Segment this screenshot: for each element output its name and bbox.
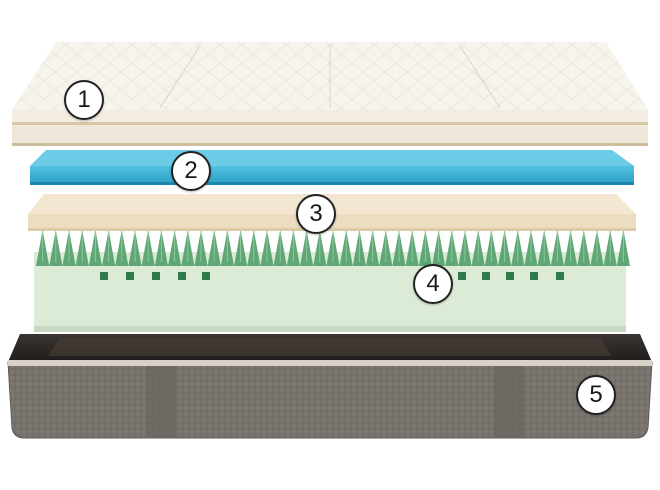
airflow-hole: [202, 272, 210, 280]
callout-3: 3: [296, 194, 336, 234]
airflow-hole: [556, 272, 564, 280]
callout-2: 2: [171, 151, 211, 191]
base-foundation: [7, 334, 653, 439]
airflow-hole: [458, 272, 466, 280]
callout-5: 5: [576, 375, 616, 415]
top-cover-layer: [12, 42, 648, 146]
airflow-hole: [506, 272, 514, 280]
airflow-hole: [530, 272, 538, 280]
callout-1: 1: [64, 80, 104, 120]
airflow-hole: [482, 272, 490, 280]
support-foam-layer: [34, 230, 630, 332]
gel-foam-layer: [30, 150, 634, 185]
airflow-hole: [100, 272, 108, 280]
zoned-ridges: [36, 230, 630, 266]
airflow-holes: [100, 272, 564, 280]
callout-4: 4: [413, 264, 453, 304]
airflow-hole: [178, 272, 186, 280]
airflow-hole: [126, 272, 134, 280]
airflow-hole: [152, 272, 160, 280]
